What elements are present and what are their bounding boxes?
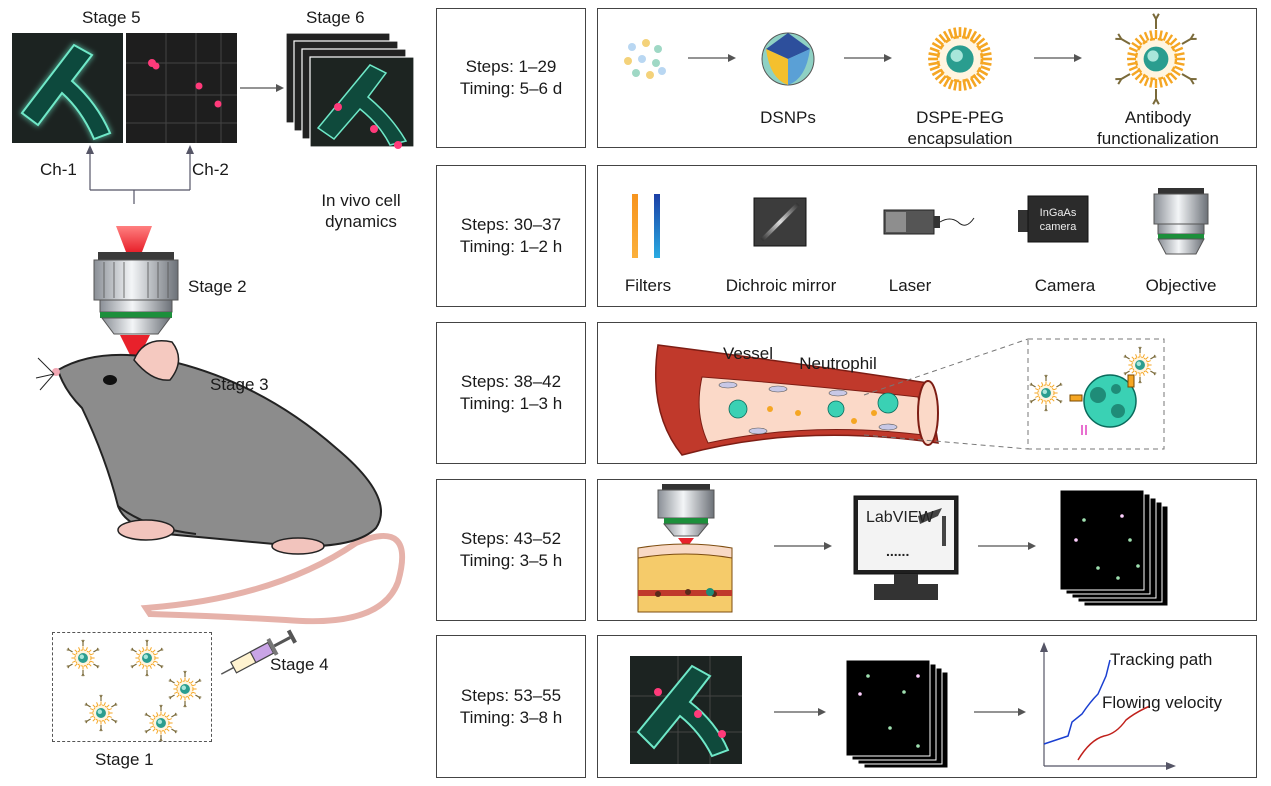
ch1-label: Ch-1 (40, 160, 77, 179)
step-box-5: Steps: 53–55 Timing: 3–8 h (436, 635, 586, 778)
stage5-ch2-image (126, 33, 237, 143)
step-box-3: Steps: 38–42 Timing: 1–3 h (436, 322, 586, 464)
emission-light (116, 226, 152, 252)
dichroic-mirror-shape (753, 197, 807, 247)
arrow-stage5-to-stage6 (240, 84, 284, 92)
computer-monitor-shape (853, 495, 959, 600)
vessel-label: Vessel (722, 344, 774, 363)
stage1-nanoparticle (84, 694, 118, 732)
stage1-nanoparticle (130, 639, 164, 677)
step-range-2: Steps: 30–37 (460, 215, 562, 234)
laser-label: Laser (888, 276, 932, 295)
antibody-label: Antibody functionalization (1097, 107, 1219, 149)
panel-imaging: LabVIEW ...... (597, 479, 1257, 621)
stage1-nanoparticle (144, 704, 178, 742)
neutrophil-label: Neutrophil (799, 354, 877, 373)
stage3-label: Stage 3 (210, 375, 269, 394)
step-box-1: Steps: 1–29 Timing: 5–6 d (436, 8, 586, 148)
objective-label: Objective (1145, 276, 1217, 295)
syringe-icon (220, 629, 297, 675)
camera-text-camera: camera (1040, 221, 1078, 233)
objective-stage2 (93, 252, 179, 335)
objective-optics-shape (1153, 188, 1209, 255)
filters-label: Filters (624, 276, 672, 295)
stage6-image-stack (285, 32, 415, 149)
step-range-5: Steps: 53–55 (460, 685, 562, 705)
stage5-label: Stage 5 (82, 8, 141, 27)
analysis-image-stack (845, 659, 949, 769)
channel-split-lines (86, 145, 194, 204)
stage4-label: Stage 4 (270, 655, 329, 674)
invivo-line1: In vivo cell (321, 191, 401, 210)
stage1-nanoparticle (168, 670, 202, 708)
labview-text: LabVIEW (866, 509, 934, 526)
image-stack-output (1059, 489, 1169, 607)
stage5-ch1-image (12, 33, 123, 143)
vessel-graphics (655, 338, 1165, 456)
flowing-velocity-label: Flowing velocity (1102, 693, 1222, 712)
camera-shape (1018, 195, 1089, 243)
stage2-label: Stage 2 (188, 277, 247, 296)
step-timing-4: Timing: 3–5 h (459, 551, 563, 570)
tracking-path-label: Tracking path (1110, 650, 1213, 669)
dsnps-label: DSNPs (760, 108, 816, 127)
analysis-plot-axes (1040, 642, 1176, 770)
camera-label: Camera (1034, 276, 1096, 295)
step-range-1: Steps: 1–29 (465, 57, 557, 76)
stage6-label: Stage 6 (306, 8, 365, 27)
stage1-nanoparticle (66, 639, 100, 677)
step-box-2: Steps: 30–37 Timing: 1–2 h (436, 165, 586, 307)
dspe-line2: encapsulation (907, 129, 1013, 148)
panel-optics: InGaAs camera Filters Dichroic mirror La… (597, 165, 1257, 307)
panel-analysis: Tracking path Flowing velocity (597, 635, 1257, 778)
mouse-illustration (35, 340, 406, 625)
flowing-velocity-line (1077, 705, 1151, 761)
stage1-nanoparticles (66, 639, 202, 742)
tracking-path-line (1043, 659, 1111, 745)
mouse-tail (140, 532, 406, 625)
dsnp-precursors (624, 39, 666, 79)
dichroic-label: Dichroic mirror (725, 276, 837, 295)
step-timing-1: Timing: 5–6 d (459, 79, 563, 98)
filter-blue (654, 194, 660, 258)
zoom-nanoparticle-right (1123, 346, 1157, 384)
dspe-peg-label: DSPE-PEG encapsulation (908, 107, 1013, 149)
antibody-line1: Antibody (1124, 108, 1192, 127)
invivo-caption: In vivo cell dynamics (306, 190, 416, 232)
invivo-line2: dynamics (325, 212, 397, 231)
synthesis-graphics (624, 13, 1197, 105)
stage1-box (52, 632, 212, 742)
step-range-3: Steps: 38–42 (460, 372, 562, 391)
filter-orange (632, 194, 638, 258)
optics-graphics: InGaAs camera (632, 188, 1209, 258)
camera-text-ingaas: InGaAs (1040, 207, 1077, 219)
step-timing-5: Timing: 3–8 h (459, 707, 563, 727)
ch2-label: Ch-2 (192, 160, 229, 179)
imaging-graphics: LabVIEW ...... (637, 484, 1169, 613)
step-range-4: Steps: 43–52 (460, 529, 562, 548)
panel-synthesis: DSNPs DSPE-PEG encapsulation Antibody fu… (597, 8, 1257, 148)
dspe-line1: DSPE-PEG (916, 108, 1004, 127)
labview-dots: ...... (886, 543, 909, 559)
analysis-graphics (630, 642, 1176, 770)
laser-shape (883, 209, 975, 235)
zoom-nanoparticle-left (1029, 374, 1063, 412)
stage1-label: Stage 1 (95, 750, 154, 769)
step-timing-2: Timing: 1–2 h (459, 237, 563, 256)
step-box-4: Steps: 43–52 Timing: 3–5 h (436, 479, 586, 621)
antibody-particle (1115, 13, 1197, 105)
dspe-peg-particle (928, 27, 992, 91)
dsnp-particle (761, 32, 815, 86)
panel-vessel: Vessel Neutrophil (597, 322, 1257, 464)
antibody-line2: functionalization (1097, 129, 1219, 148)
step-timing-3: Timing: 1–3 h (459, 394, 563, 413)
